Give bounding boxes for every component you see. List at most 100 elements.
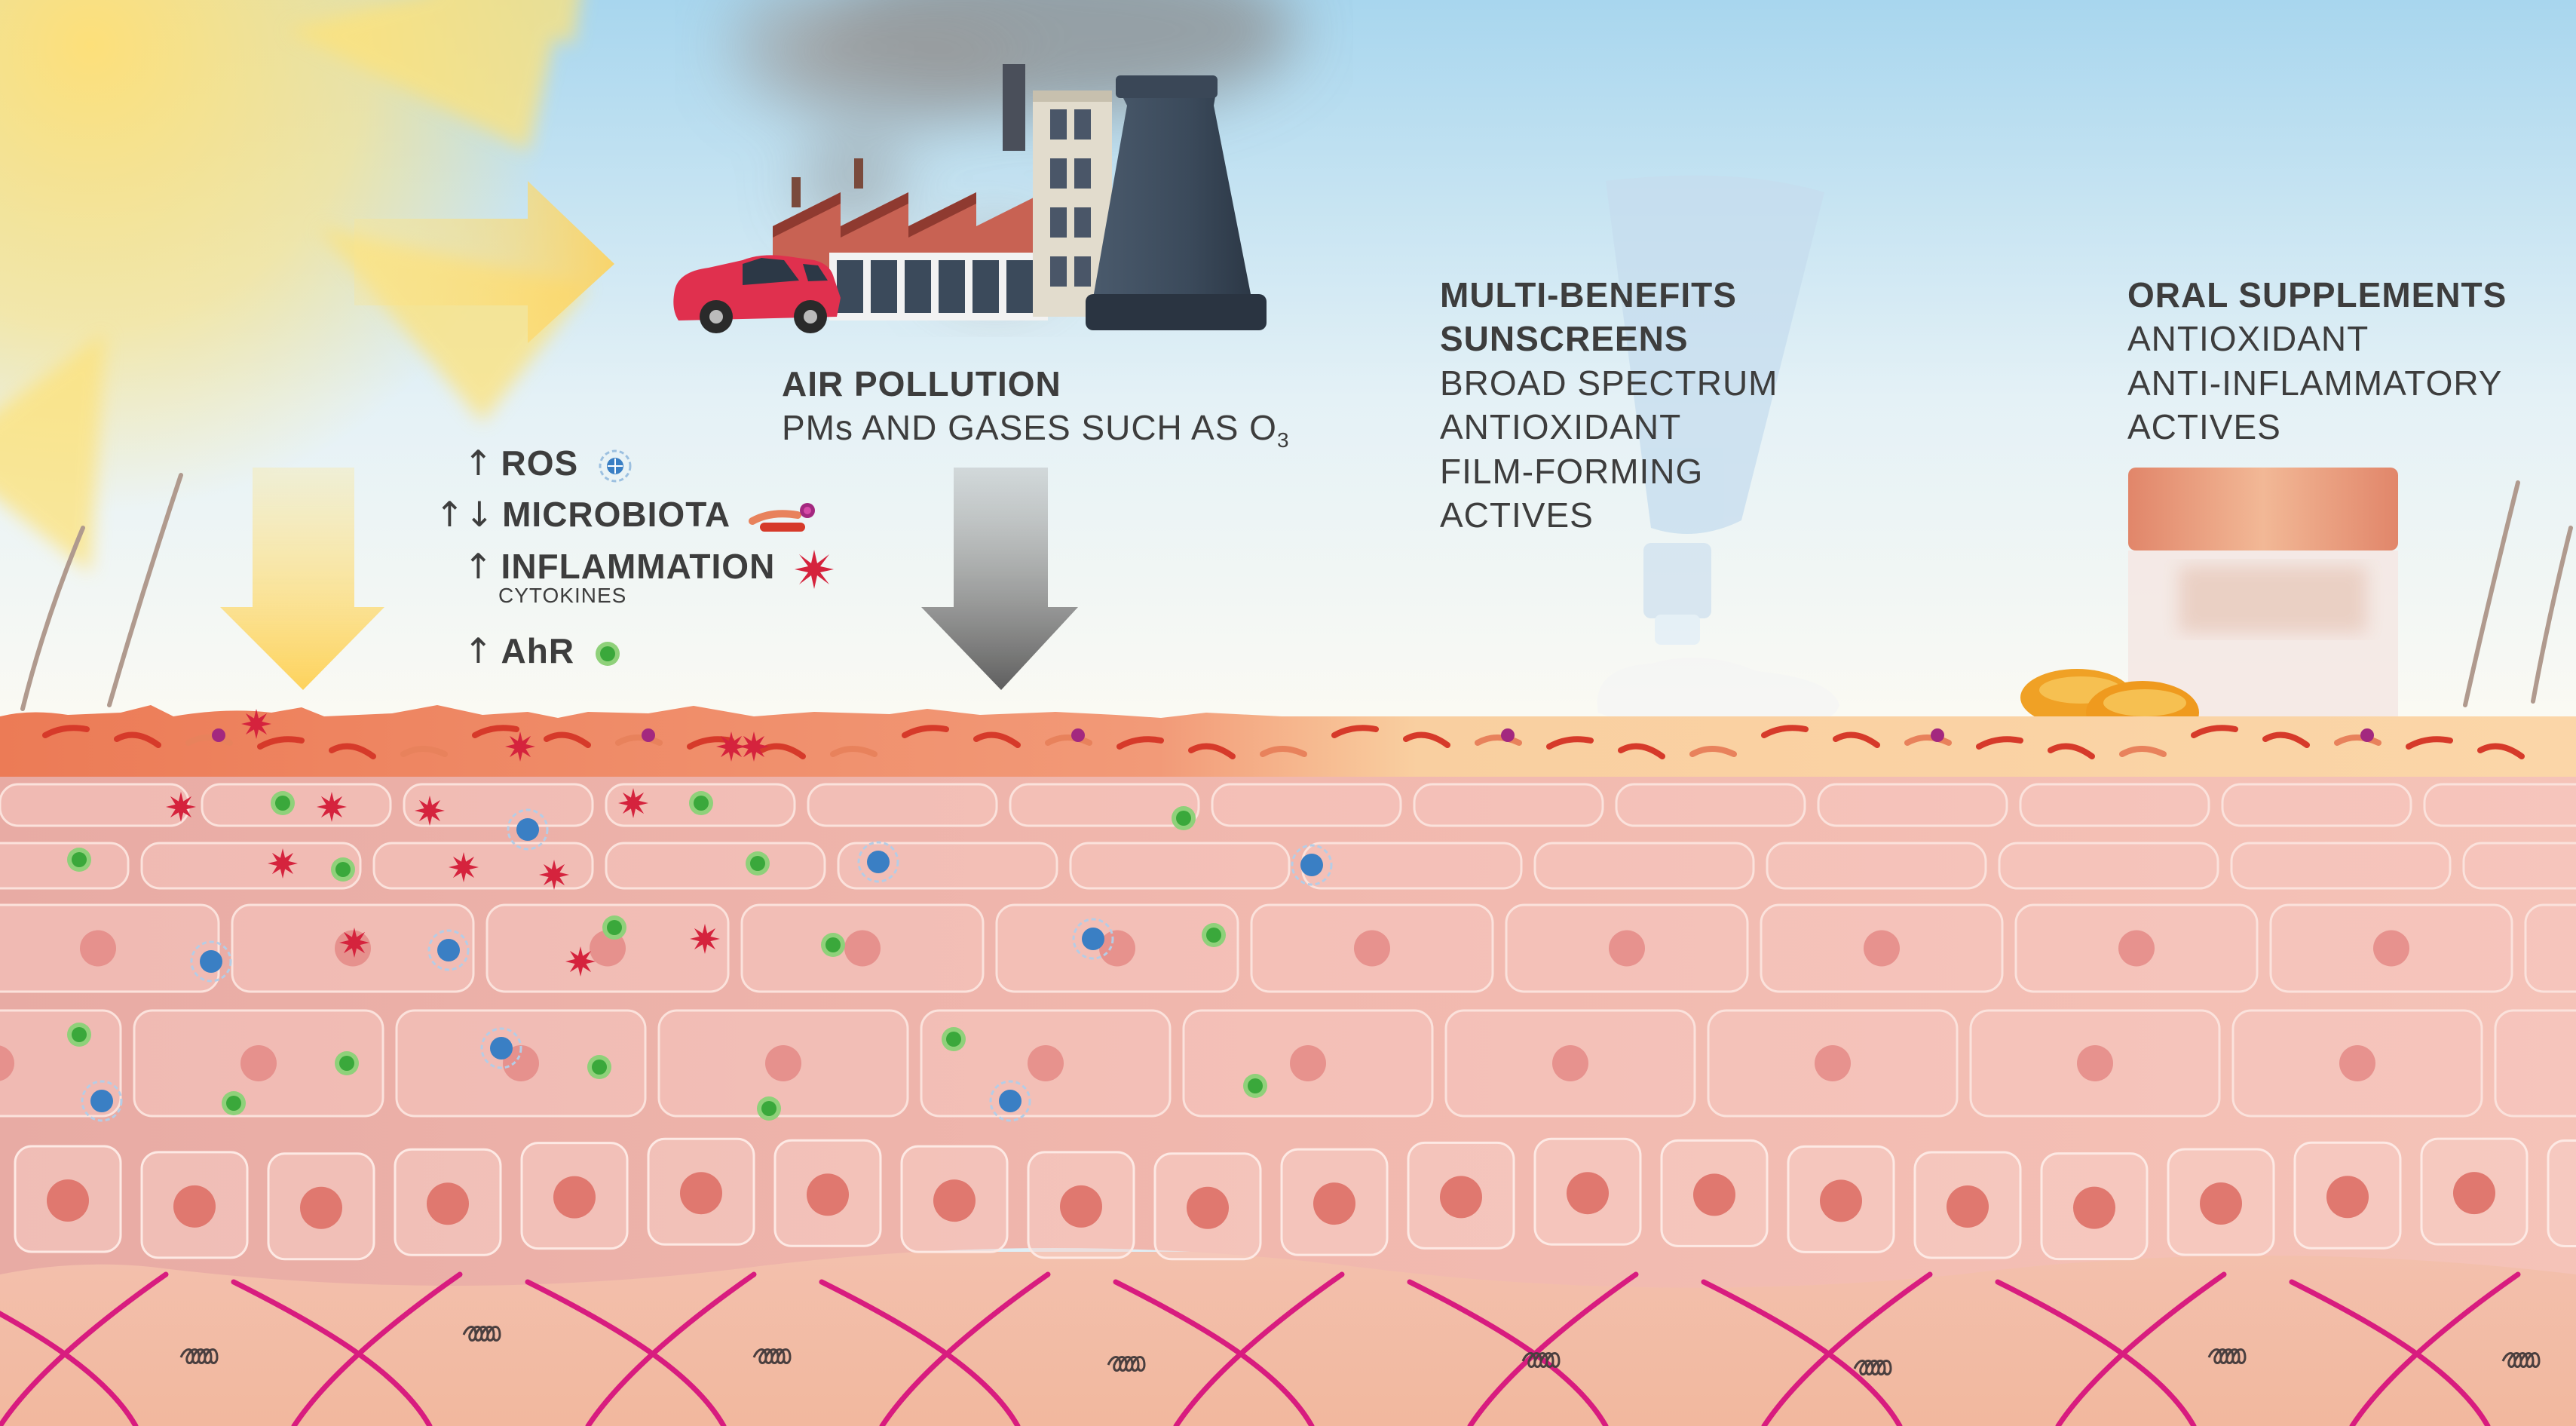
cell-nucleus [173, 1185, 216, 1228]
cytokine-star [166, 792, 196, 822]
microbe-dot [642, 728, 655, 742]
keratinocyte-cell [2525, 905, 2576, 992]
cell-nucleus [1313, 1182, 1355, 1225]
keratinocyte-cell [2464, 843, 2576, 888]
cell-nucleus [1820, 1179, 1862, 1222]
supplements-title: ORAL SUPPLEMENTS [2127, 273, 2507, 317]
sunscreen-label: MULTI-BENEFITS SUNSCREENS BROAD SPECTRUM… [1440, 273, 1778, 537]
ros-molecule-icon [596, 447, 634, 485]
pollution-subtitle: PMs AND GASES SUCH AS O3 [782, 406, 1290, 454]
microbe-dot [212, 728, 225, 742]
supplements-item: ANTI-INFLAMMATORY [2127, 361, 2507, 405]
keratinocyte-cell [606, 843, 825, 888]
keratinocyte-cell [2231, 843, 2450, 888]
cell-nucleus [1060, 1185, 1102, 1228]
ahr-dot-core [761, 1101, 776, 1116]
ahr-dot-core [72, 1027, 87, 1042]
cytokine-star [449, 852, 479, 882]
ros-molecule [516, 818, 539, 841]
microbe-dot [1501, 728, 1515, 742]
ros-molecule [999, 1090, 1022, 1112]
ahr-dot-core [335, 862, 351, 877]
keratinocyte-cell [2424, 784, 2576, 826]
cell-nucleus [240, 1045, 277, 1081]
cytokine-star [241, 709, 271, 739]
sunscreen-item: BROAD SPECTRUM [1440, 361, 1778, 405]
cytokine-star [339, 928, 369, 958]
cell-nucleus [2200, 1182, 2242, 1225]
keratinocyte-cell [1616, 784, 1805, 826]
cell-nucleus [1947, 1185, 1989, 1228]
cell-nucleus [680, 1172, 722, 1214]
ahr-dot-core [72, 852, 87, 867]
ahr-dot-core [275, 796, 290, 811]
supplements-item: ANTIOXIDANT [2127, 317, 2507, 360]
cell-nucleus [844, 931, 881, 967]
cytokine-star [415, 796, 445, 826]
sunscreen-item: ANTIOXIDANT [1440, 405, 1778, 449]
cell-nucleus [2073, 1187, 2115, 1229]
cell-nucleus [1099, 931, 1135, 967]
keratinocyte-cell [2222, 784, 2411, 826]
microbe-dot [1931, 728, 1944, 742]
keratinocyte-cell [1767, 843, 1986, 888]
ros-molecule [437, 939, 460, 961]
cell-nucleus [2339, 1045, 2375, 1081]
ros-molecule [1082, 928, 1104, 950]
ros-molecule [867, 851, 890, 873]
microbe-dot [1071, 728, 1085, 742]
cell-nucleus [1552, 1045, 1588, 1081]
ros-molecule [490, 1037, 513, 1060]
cytokine-star [565, 946, 596, 977]
ahr-dot-core [339, 1056, 354, 1071]
supplements-label: ORAL SUPPLEMENTS ANTIOXIDANT ANTI-INFLAM… [2127, 273, 2507, 449]
cytokine-star [690, 924, 720, 954]
keratinocyte-cell [1071, 843, 1289, 888]
cell-nucleus [427, 1182, 469, 1225]
keratinocyte-cell [1414, 784, 1603, 826]
cell-nucleus [2118, 931, 2155, 967]
ahr-dot-core [592, 1060, 607, 1075]
cell-nucleus [2373, 931, 2409, 967]
ahr-dot-core [1206, 928, 1221, 943]
cell-nucleus [300, 1187, 342, 1229]
cell-nucleus [1187, 1187, 1229, 1229]
keratinocyte-cell [1303, 843, 1521, 888]
ros-molecule [1300, 854, 1323, 876]
cell-nucleus [1815, 1045, 1851, 1081]
keratinocyte-cell [1010, 784, 1199, 826]
ros-molecule [200, 950, 222, 973]
keratinocyte-cell [1818, 784, 2007, 826]
cytokine-star [317, 792, 347, 822]
cell-nucleus [1440, 1176, 1482, 1218]
cytokine-star [716, 731, 746, 762]
cell-nucleus [2453, 1172, 2495, 1214]
keratinocyte-cell [808, 784, 997, 826]
keratinocyte-cell [0, 784, 188, 826]
cell-nucleus [1567, 1172, 1609, 1214]
cell-nucleus [765, 1045, 801, 1081]
microbe-dot [2360, 728, 2374, 742]
cell-nucleus [1609, 931, 1645, 967]
sunscreen-item: ACTIVES [1440, 493, 1778, 537]
cell-nucleus [47, 1179, 89, 1222]
sunscreen-item: FILM-FORMING [1440, 449, 1778, 493]
sunscreen-title-2: SUNSCREENS [1440, 317, 1778, 360]
pollution-label: AIR POLLUTION PMs AND GASES SUCH AS O3 [782, 362, 1290, 454]
keratinocyte-cell [2020, 784, 2209, 826]
effect-ahr: ↑AhR [464, 630, 623, 671]
ahr-dot-icon [593, 639, 623, 669]
cell-nucleus [933, 1179, 976, 1222]
cell-nucleus [1693, 1173, 1735, 1216]
cell-nucleus [553, 1176, 596, 1219]
cytokines-label: CYTOKINES [498, 584, 626, 608]
cell-nucleus [1354, 931, 1390, 967]
keratinocyte-cell [142, 843, 360, 888]
sunscreen-title-1: MULTI-BENEFITS [1440, 273, 1778, 317]
keratinocyte-cell [1999, 843, 2218, 888]
ahr-dot-core [825, 937, 841, 952]
cell-nucleus [1290, 1045, 1326, 1081]
supplements-item: ACTIVES [2127, 405, 2507, 449]
effect-ros: ↑ROS [464, 443, 634, 485]
